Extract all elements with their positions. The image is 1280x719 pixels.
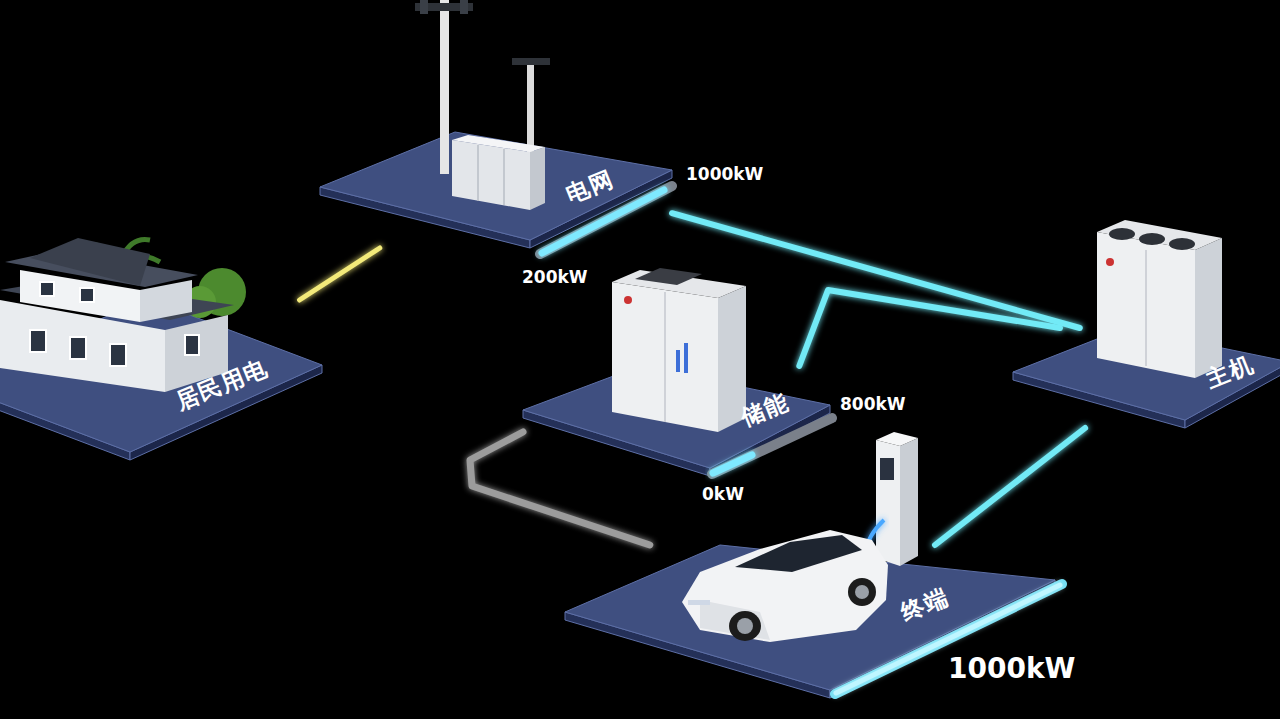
platform-shape (523, 366, 830, 476)
power-reading: 1000kW (948, 652, 1075, 686)
power-gauges (540, 186, 1062, 694)
platform-node: 主机 (1013, 328, 1280, 428)
house (0, 238, 246, 392)
platform-face (0, 300, 322, 452)
host-cabinet (1097, 220, 1222, 378)
platform-shape (0, 300, 322, 460)
power-line (935, 428, 1085, 545)
power-line (672, 213, 1080, 328)
platform-face (523, 366, 830, 468)
platform-face (320, 132, 672, 240)
storage-cabinet (612, 268, 746, 432)
power-reading: 0kW (702, 484, 744, 504)
charger-and-car (682, 432, 918, 642)
platform-node: 电网 (320, 132, 672, 248)
power-reading: 200kW (522, 267, 588, 287)
power-reading: 1000kW (686, 164, 763, 184)
platform-node: 储能 (523, 366, 830, 476)
power-reading: 800kW (840, 394, 906, 414)
platform-node: 居民用电 (0, 300, 322, 460)
platform-shape (320, 132, 672, 248)
platform-face (1013, 328, 1280, 420)
power-line (300, 248, 380, 300)
grid-equipment (415, 0, 550, 210)
power-line (799, 290, 1060, 366)
